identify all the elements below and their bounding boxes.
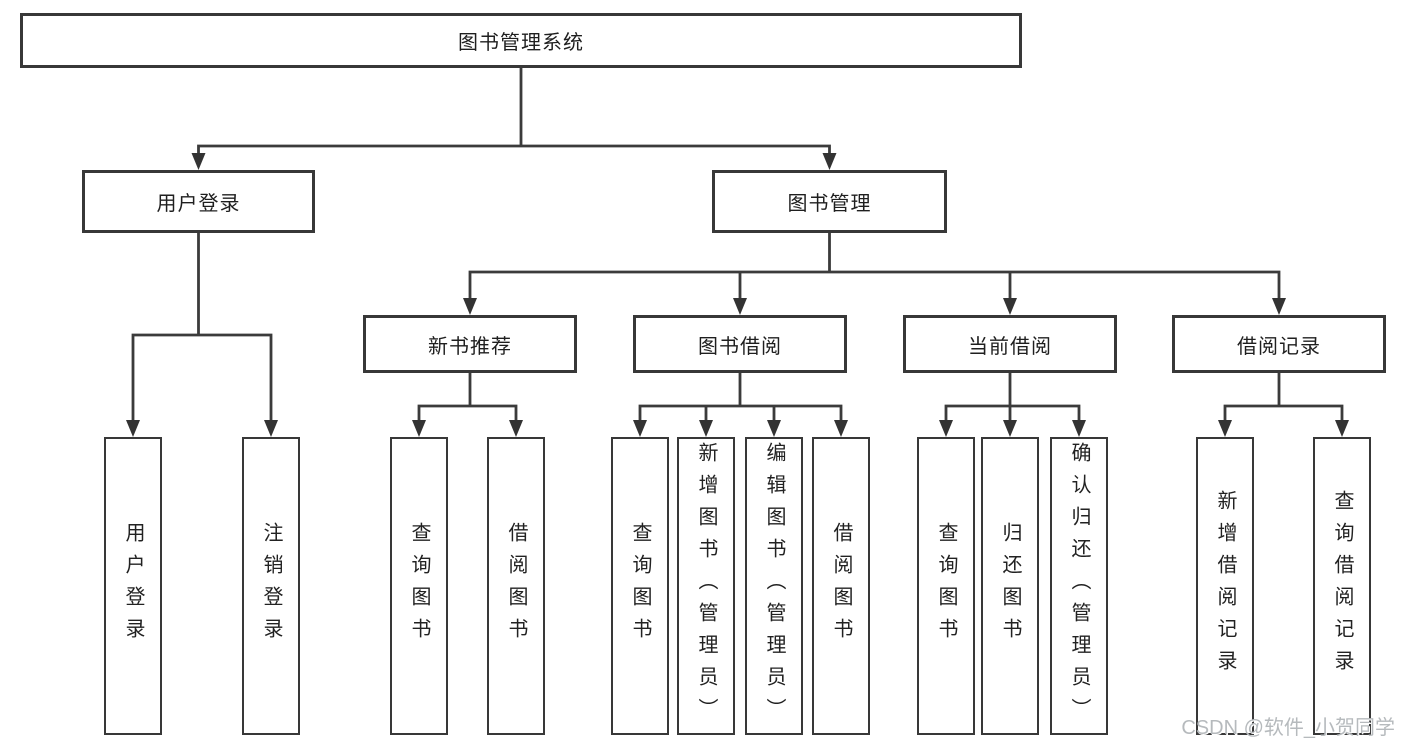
node-label: 借阅记录	[1237, 335, 1321, 358]
connector-current-branch	[944, 404, 1081, 424]
leaf-query-books-current: 查询图书	[917, 437, 975, 735]
leaf-query-borrow-record: 查询借阅记录	[1313, 437, 1371, 735]
leaf-label: 查询图书	[629, 522, 651, 650]
connector-userlogin-branch	[131, 333, 273, 424]
leaf-label: 借阅图书	[830, 522, 852, 650]
node-label: 当前借阅	[968, 335, 1052, 358]
leaf-label: 新增图书（管理员）	[695, 442, 717, 730]
leaf-borrow-books-borrowing: 借阅图书	[812, 437, 870, 735]
leaf-user-login: 用户登录	[104, 437, 162, 735]
leaf-borrow-books-recommend: 借阅图书	[487, 437, 545, 735]
node-library-management-system: 图书管理系统	[20, 13, 1022, 68]
arrowheads	[126, 153, 1349, 437]
leaf-add-book-admin: 新增图书（管理员）	[677, 437, 735, 735]
leaf-label: 用户登录	[122, 522, 144, 650]
node-borrowing-records: 借阅记录	[1172, 315, 1386, 373]
leaf-edit-book-admin: 编辑图书（管理员）	[745, 437, 803, 735]
node-book-borrowing: 图书借阅	[633, 315, 847, 373]
leaf-logout: 注销登录	[242, 437, 300, 735]
leaf-label: 注销登录	[260, 522, 282, 650]
leaf-return-book: 归还图书	[981, 437, 1039, 735]
connector-bookmgmt-branch	[468, 270, 1281, 302]
leaf-label: 编辑图书（管理员）	[763, 442, 785, 730]
connector-root-branch	[197, 144, 831, 156]
node-label: 用户登录	[156, 193, 241, 215]
node-label: 新书推荐	[428, 335, 512, 358]
node-current-borrowing: 当前借阅	[903, 315, 1117, 373]
leaf-query-books-borrowing: 查询图书	[611, 437, 669, 735]
connector-records-branch	[1223, 404, 1344, 424]
node-user-login: 用户登录	[82, 170, 315, 233]
leaf-label: 查询图书	[408, 522, 430, 650]
connector-newbook-branch	[417, 404, 518, 424]
leaf-label: 新增借阅记录	[1214, 490, 1236, 682]
node-label: 图书管理系统	[458, 32, 584, 54]
leaf-label: 查询借阅记录	[1331, 490, 1353, 682]
node-new-book-recommendation: 新书推荐	[363, 315, 577, 373]
leaf-add-borrow-record: 新增借阅记录	[1196, 437, 1254, 735]
watermark: CSDN @软件_小贺同学	[1181, 717, 1395, 739]
node-label: 图书管理	[787, 193, 872, 215]
leaf-query-books-recommend: 查询图书	[390, 437, 448, 735]
node-book-management: 图书管理	[712, 170, 947, 233]
leaf-label: 查询图书	[935, 522, 957, 650]
leaf-label: 确认归还（管理员）	[1068, 442, 1090, 730]
connector-borrowing-branch	[638, 404, 843, 424]
leaf-label: 借阅图书	[505, 522, 527, 650]
leaf-label: 归还图书	[999, 522, 1021, 650]
node-label: 图书借阅	[698, 335, 782, 358]
leaf-confirm-return-admin: 确认归还（管理员）	[1050, 437, 1108, 735]
